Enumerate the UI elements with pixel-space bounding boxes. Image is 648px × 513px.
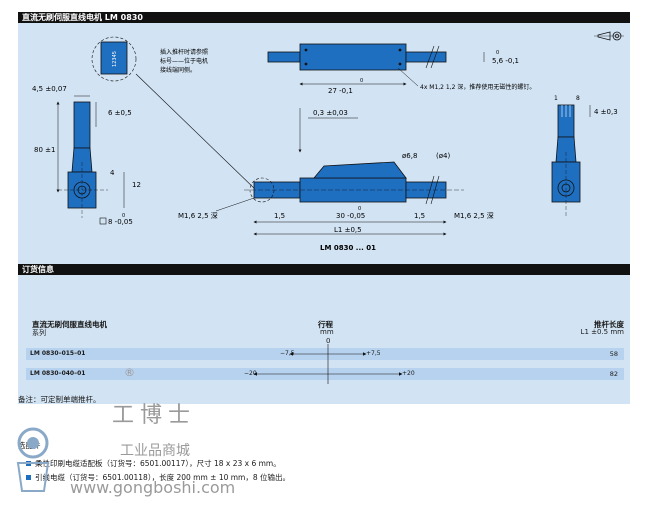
- accessory-item: 引线电缆（订货号：6501.00118），长度 200 mm ± 10 mm，8…: [26, 472, 638, 483]
- pin-8: 8: [576, 95, 580, 102]
- dim-12: 12: [132, 181, 141, 189]
- drawing-header-bar: 直流无刷伺服直线电机 LM 0830: [18, 12, 630, 23]
- col-rod-title: 推杆长度: [594, 320, 624, 329]
- dim-6-8: ø6,8: [402, 152, 417, 160]
- col-stroke-zero: 0: [326, 337, 331, 345]
- dim-5-6-top: 0: [496, 50, 499, 56]
- dim-0-3: 0,3 ±0,03: [313, 109, 348, 117]
- side-view-left: [58, 101, 108, 218]
- model-label: LM 0830 ... 01: [320, 244, 376, 252]
- dim-30-top: 0: [358, 206, 361, 212]
- row-pos: +20: [402, 370, 415, 377]
- side-view-right: [551, 104, 581, 216]
- dim-5-6: 5,6 -0,1: [492, 57, 519, 65]
- dim-8-top: 0: [122, 213, 125, 219]
- dim-4: 4: [110, 169, 115, 177]
- accessory-2: 引线电缆（订货号：6501.00118），长度 200 mm ± 10 mm，8…: [35, 473, 291, 482]
- watermark-mall: 工业品商城: [120, 443, 190, 459]
- label-numbers: 12345: [112, 51, 118, 67]
- row-length: 82: [609, 370, 618, 378]
- technical-drawing: 12345 插入推杆时请参照 标号——位于电机 接线端同侧。 4,5 ±0,07…: [32, 31, 624, 252]
- row-neg: −20: [244, 370, 257, 377]
- dim-80: 80 ±1: [34, 146, 55, 154]
- dim-6: 6 ±0,5: [108, 109, 132, 117]
- dim-4-dia: (ø4): [436, 152, 450, 160]
- bullet-icon: [26, 475, 31, 480]
- col-stroke-unit: mm: [320, 328, 334, 336]
- dim-1-5-right: 1,5: [414, 212, 425, 220]
- row-pos: +7,5: [366, 350, 381, 357]
- col-series-title: 直流无刷伺服直线电机: [32, 320, 107, 329]
- dim-27-top: 0: [360, 78, 363, 84]
- watermark-url: www.gongboshi.com: [70, 478, 236, 497]
- watermark-reg: ®: [124, 366, 135, 379]
- accessory-1: 柔性印刷电缆适配板（订货号：6501.00117），尺寸 18 x 23 x 6…: [35, 459, 281, 468]
- accessories-title: 选配件: [18, 440, 630, 451]
- callout-leader: [135, 73, 259, 193]
- dim-L1: L1 ±0,5: [334, 226, 362, 234]
- order-header: 订货信息: [22, 265, 54, 274]
- dim-8: 8 -0,05: [108, 218, 133, 226]
- col-stroke-title: 行程: [318, 320, 333, 329]
- row-model: LM 0830–040–01: [30, 370, 86, 377]
- dim-30: 30 -0,05: [336, 212, 365, 220]
- drawing-header: 直流无刷伺服直线电机 LM 0830: [22, 13, 143, 22]
- front-view: [244, 161, 464, 205]
- label-box: [100, 41, 128, 75]
- pin-1: 1: [554, 95, 558, 102]
- label-detail-circle: [91, 36, 137, 82]
- projection-symbol-icon: [594, 31, 624, 41]
- row-neg: −7,5: [280, 350, 295, 357]
- accessory-item: 柔性印刷电缆适配板（订货号：6501.00117），尺寸 18 x 23 x 6…: [26, 458, 638, 469]
- top-view: [267, 43, 447, 71]
- order-header-bar: 订货信息: [18, 264, 630, 275]
- stroke-diagram: [253, 344, 403, 384]
- mascot-icon: [16, 427, 50, 492]
- col-series-sub: 系列: [32, 329, 46, 337]
- thread-note: 4x M1,2 1,2 深，推荐使用无磁性的螺钉。: [420, 83, 535, 91]
- dim-m16-left: M1,6 2,5 深: [178, 211, 218, 220]
- watermark-brand: 工博士: [112, 403, 197, 428]
- note-line: 备注：可定制单端推杆。: [18, 395, 101, 404]
- row-model: LM 0830–015–01: [30, 350, 86, 357]
- insert-note-2: 标号——位于电机: [160, 57, 208, 65]
- row-length: 58: [609, 350, 618, 358]
- dim-1-5-left: 1,5: [274, 212, 285, 220]
- dim-27: 27 -0,1: [328, 87, 353, 95]
- dim-4-5: 4,5 ±0,07: [32, 85, 67, 93]
- dim-4-3: 4 ±0,3: [594, 108, 618, 116]
- insert-note-3: 接线端同侧。: [160, 66, 196, 74]
- dim-m16-right: M1,6 2,5 深: [454, 211, 494, 220]
- col-rod-sub: L1 ±0.5 mm: [580, 328, 624, 336]
- drawing-panel: 直流无刷伺服直线电机 LM 0830 12345 插入推杆时请参照 标号——位于…: [18, 12, 630, 264]
- square-icon: [99, 217, 107, 225]
- order-panel: 订货信息 直流无刷伺服直线电机 系列 行程 mm 0 推杆长度 L1 ±0.5 …: [18, 264, 630, 404]
- insert-note-1: 插入推杆时请参照: [160, 48, 208, 56]
